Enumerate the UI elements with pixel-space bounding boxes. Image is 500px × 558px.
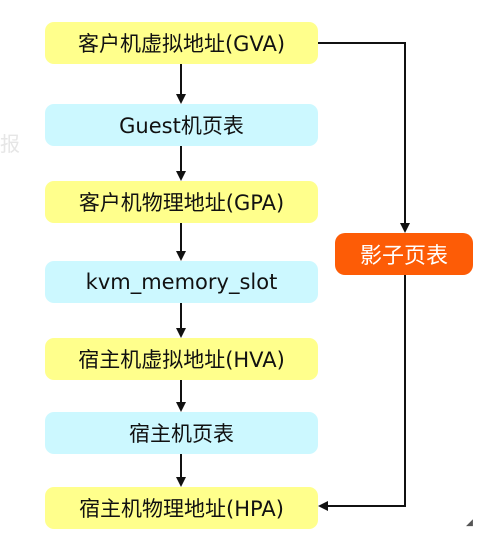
shadow-page-table-label: 影子页表 (359, 244, 448, 269)
gpa-node: 客户机物理地址(GPA) (45, 181, 318, 223)
gva-node: 客户机虚拟地址(GVA) (45, 22, 318, 64)
shadow-page-table-node: 影子页表 (335, 233, 473, 275)
left-edge-fragment: 报 (0, 132, 20, 156)
arrow-shadow-to-hpa (318, 274, 406, 511)
hva-node: 宿主机虚拟地址(HVA) (45, 338, 318, 380)
guest-page-table-label: Guest机页表 (119, 114, 244, 138)
guest-page-table-node: Guest机页表 (45, 104, 318, 146)
host-page-table-node: 宿主机页表 (45, 412, 318, 454)
arrow-gva-to-shadow (318, 42, 410, 233)
hpa-node: 宿主机物理地址(HPA) (45, 487, 318, 529)
hpa-label: 宿主机物理地址(HPA) (79, 497, 284, 521)
gpa-label: 客户机物理地址(GPA) (78, 191, 285, 215)
host-page-table-label: 宿主机页表 (129, 422, 234, 446)
hva-label: 宿主机虚拟地址(HVA) (78, 348, 285, 372)
corner-mark: ◢ (466, 518, 473, 528)
gva-label: 客户机虚拟地址(GVA) (77, 32, 286, 56)
kvm-memory-slot-node: kvm_memory_slot (45, 261, 318, 303)
kvm-memory-slot-label: kvm_memory_slot (85, 270, 278, 294)
